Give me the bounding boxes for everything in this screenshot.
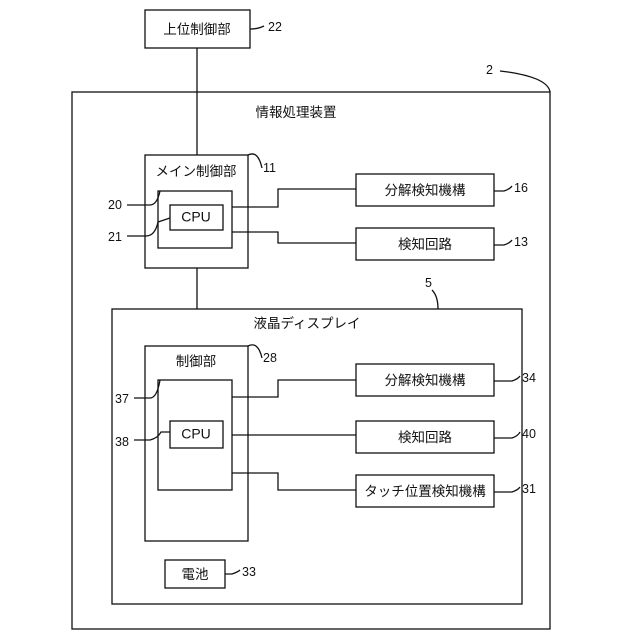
- battery-block-33: 電池: [165, 560, 225, 588]
- disassembly-detection-block-34: 分解検知機構: [356, 364, 494, 396]
- ref-13: 13: [514, 235, 528, 249]
- detection-circuit-block-40: 検知回路: [356, 421, 494, 453]
- disassembly-detection-label-34: 分解検知機構: [385, 372, 466, 389]
- detection-circuit-block-13: 検知回路: [356, 228, 494, 260]
- lcd-cpu-label: CPU: [181, 426, 211, 442]
- ref-21: 21: [108, 230, 122, 244]
- disassembly-detection-block-16: 分解検知機構: [356, 174, 494, 206]
- main-cpu-label: CPU: [181, 209, 211, 225]
- detection-circuit-label-13: 検知回路: [398, 236, 452, 253]
- host-controller-block: 上位制御部: [145, 10, 250, 48]
- ref-38: 38: [115, 435, 129, 449]
- ref-37: 37: [115, 392, 129, 406]
- lcd-controller-block: 制御部 CPU: [145, 346, 248, 541]
- ref-34: 34: [522, 371, 536, 385]
- touch-position-detection-label-31: タッチ位置検知機構: [364, 483, 486, 500]
- battery-label: 電池: [182, 567, 209, 583]
- leader-22: [250, 26, 264, 29]
- main-controller-block: メイン制御部 CPU: [145, 155, 248, 268]
- ref-28: 28: [263, 351, 277, 365]
- ref-11: 11: [263, 161, 276, 175]
- main-controller-label: メイン制御部: [156, 164, 237, 180]
- disassembly-detection-label-16: 分解検知機構: [385, 182, 466, 199]
- ref-33: 33: [242, 565, 256, 579]
- ref-16: 16: [514, 181, 528, 195]
- ref-40: 40: [522, 427, 536, 441]
- touch-position-detection-block-31: タッチ位置検知機構: [356, 475, 494, 507]
- ref-20: 20: [108, 198, 122, 212]
- ref-22: 22: [268, 20, 282, 34]
- ref-2: 2: [486, 63, 493, 77]
- info-device-label: 情報処理装置: [256, 105, 337, 121]
- ref-31: 31: [522, 482, 536, 496]
- host-controller-label: 上位制御部: [163, 22, 231, 38]
- lcd-controller-label: 制御部: [176, 354, 217, 370]
- detection-circuit-label-40: 検知回路: [398, 429, 452, 446]
- ref-5: 5: [425, 276, 432, 290]
- lcd-label: 液晶ディスプレイ: [253, 315, 360, 332]
- leader-2: [500, 71, 550, 92]
